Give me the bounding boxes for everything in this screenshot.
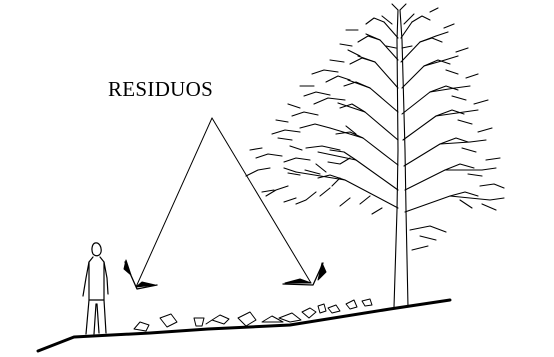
residuos-label: RESIDUOS bbox=[108, 77, 213, 102]
human-figure bbox=[83, 243, 108, 334]
pointer-arrows bbox=[124, 118, 326, 289]
ground-line bbox=[38, 300, 450, 351]
tree-trunk bbox=[394, 10, 408, 307]
tree bbox=[246, 4, 504, 307]
